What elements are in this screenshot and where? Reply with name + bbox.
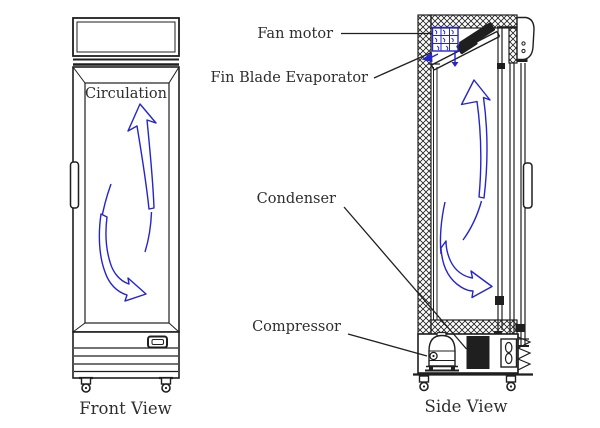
- condenser-leader: [343, 206, 467, 350]
- evaporator-air-arrowhead: [421, 52, 433, 62]
- side-view-caption: Side View: [425, 397, 508, 416]
- machine-compartment: [413, 331, 533, 376]
- side-caster-left: [418, 375, 430, 392]
- front-up-arrow: [127, 103, 157, 210]
- condenser-coil-fins: [516, 334, 532, 372]
- fan-motor-label: Fan motor: [257, 26, 333, 42]
- front-canopy: [72, 17, 180, 66]
- condenser-part: [466, 336, 490, 369]
- compressor-label: Compressor: [252, 319, 341, 335]
- fin-blade-evaporator-leader: [373, 51, 432, 79]
- front-view-drawing: Circulation Front View: [69, 17, 180, 418]
- callout-fan-motor: Fan motor: [257, 26, 432, 42]
- front-view-caption: Front View: [79, 399, 172, 418]
- top-wall: [430, 14, 518, 29]
- side-up-arrow: [460, 79, 491, 199]
- front-louver-grille: [72, 331, 180, 379]
- fin-blade-evaporator-label: Fin Blade Evaporator: [210, 70, 368, 86]
- front-caster-right: [159, 376, 173, 393]
- condenser-label: Condenser: [257, 191, 336, 207]
- side-view-drawing: Side View: [413, 14, 535, 416]
- door-catch: [495, 296, 504, 305]
- callouts: Fan motor Fin Blade Evaporator Condenser…: [210, 26, 467, 357]
- side-door-handle: [522, 162, 533, 209]
- insulated-walls: [417, 14, 518, 335]
- callout-compressor: Compressor: [252, 319, 428, 357]
- brand-badge: [147, 335, 168, 349]
- compressor-leader: [347, 333, 428, 357]
- front-door-handle: [69, 161, 80, 209]
- compressor-part: [425, 331, 459, 372]
- fan-motor-part: [456, 22, 495, 55]
- side-glass-door: [492, 26, 533, 347]
- door-top-hinge: [497, 63, 505, 69]
- front-up-arrow-tail: [144, 211, 153, 253]
- side-caster-right: [505, 375, 517, 392]
- ballast-cover: [516, 16, 535, 61]
- callout-fin-blade-evaporator: Fin Blade Evaporator: [210, 51, 432, 86]
- front-circulation-arrows: [98, 103, 157, 302]
- left-wall: [417, 14, 432, 335]
- front-caster-left: [79, 376, 93, 393]
- side-down-arrow: [440, 240, 493, 299]
- front-down-arrow: [98, 213, 147, 302]
- side-circulation-arrows: [439, 79, 493, 299]
- top-right-wall: [508, 27, 518, 64]
- circulation-label: Circulation: [85, 86, 167, 102]
- callout-condenser: Condenser: [257, 191, 467, 350]
- fin-blade-evaporator-part: [421, 26, 459, 67]
- inner-liner: [433, 67, 438, 320]
- condenser-fan: [500, 338, 518, 368]
